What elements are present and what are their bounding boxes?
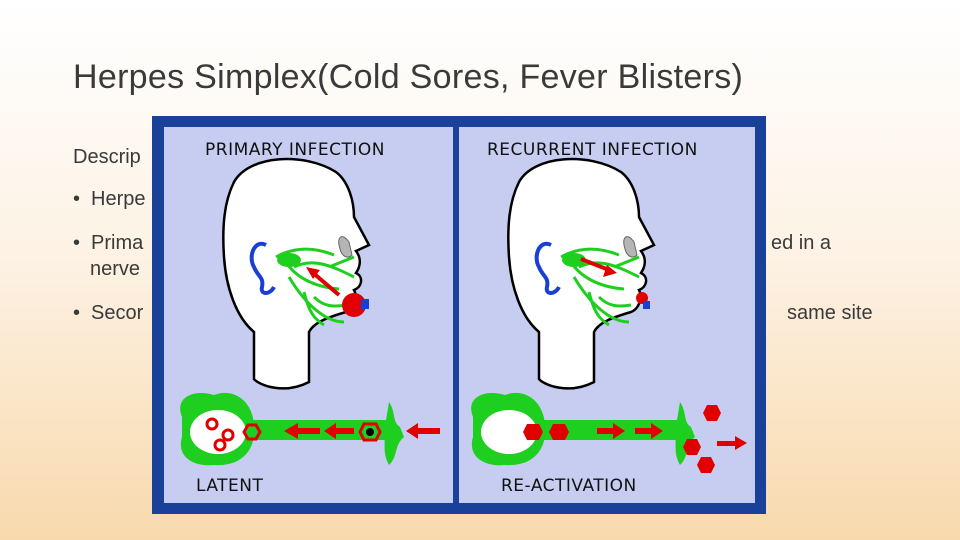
latent-neuron bbox=[180, 392, 404, 466]
lip-marker bbox=[361, 299, 369, 309]
bullet-2-text-end: ed in a bbox=[771, 232, 832, 254]
retrograde-arrows bbox=[284, 423, 440, 439]
description-label: Descrip bbox=[73, 146, 141, 168]
bullet-2-text: Prima bbox=[91, 232, 144, 254]
eye-icon bbox=[338, 236, 353, 258]
bullet-1-text: Herpe bbox=[91, 188, 146, 210]
infection-arrow-head bbox=[306, 267, 320, 279]
bullet-2-marker: • bbox=[73, 232, 81, 254]
bullet-3-text: Secor bbox=[91, 302, 144, 324]
trigeminal-nerve bbox=[560, 247, 640, 327]
lip-sore bbox=[342, 293, 366, 317]
latent-label: LATENT bbox=[196, 476, 264, 496]
lip-marker bbox=[643, 301, 650, 309]
reactivation-arrow bbox=[580, 257, 610, 272]
slide-title: Herpes Simplex(Cold Sores, Fever Blister… bbox=[73, 58, 744, 96]
infection-arrow bbox=[310, 270, 341, 297]
reactivation-neuron bbox=[471, 392, 721, 473]
reactivation-label: RE-ACTIVATION bbox=[501, 476, 637, 496]
bullet-3-text-end: same site bbox=[787, 302, 873, 324]
primary-infection-illustration bbox=[180, 157, 440, 466]
reactivation-arrow-head bbox=[603, 265, 617, 277]
primary-infection-title: PRIMARY INFECTION bbox=[205, 140, 386, 160]
bullet-2-text-line2: nerve bbox=[90, 258, 141, 280]
herpes-infection-diagram: PRIMARY INFECTION LATENT bbox=[152, 116, 766, 514]
bullet-1-marker: • bbox=[73, 188, 81, 210]
primary-infection-panel: PRIMARY INFECTION LATENT bbox=[164, 127, 453, 503]
recurrent-infection-illustration bbox=[471, 157, 747, 473]
bullet-3-marker: • bbox=[73, 302, 81, 324]
ganglion bbox=[277, 253, 301, 267]
recurrent-infection-panel: RECURRENT INFECTION RE-ACTIVATION bbox=[459, 127, 755, 503]
ganglion bbox=[562, 253, 586, 267]
recurrent-infection-title: RECURRENT INFECTION bbox=[487, 140, 698, 160]
ear-icon bbox=[249, 241, 276, 295]
anterograde-arrows bbox=[597, 423, 747, 450]
eye-icon bbox=[623, 236, 638, 258]
ear-icon bbox=[534, 241, 561, 295]
